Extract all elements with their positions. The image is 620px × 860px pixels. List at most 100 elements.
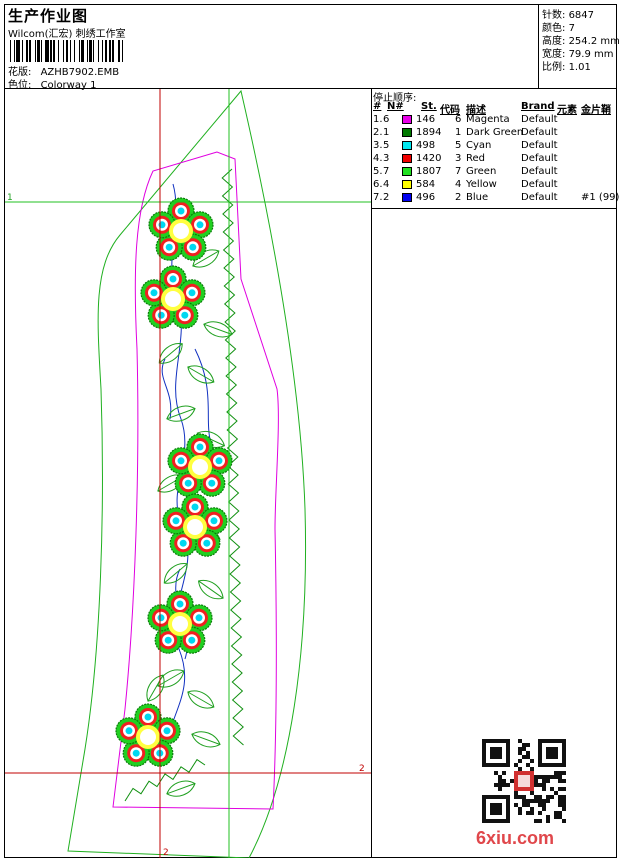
flower-center [173, 223, 189, 239]
flower-center [165, 291, 181, 307]
qr-module [534, 795, 538, 799]
stat-label: 高度: [542, 36, 566, 47]
color-swatch [402, 167, 412, 176]
qr-module [538, 819, 542, 823]
qr-module [558, 771, 562, 775]
stat-scale: 比例: 1.01 [542, 58, 591, 73]
qr-module [542, 787, 546, 791]
stop-brand: Default [521, 114, 558, 125]
qr-module [558, 803, 562, 807]
barcode-bar [28, 40, 30, 62]
flower-center [172, 616, 188, 632]
barcode-bar [104, 40, 108, 62]
qr-module [546, 779, 550, 783]
flower [147, 590, 213, 654]
qr-module [522, 755, 526, 759]
qr-module [538, 811, 542, 815]
barcode-bar [16, 40, 21, 62]
barcode [10, 40, 156, 62]
qr-module [526, 763, 530, 767]
panel-divider [371, 88, 372, 858]
watermark-text: 6xiu.com [476, 828, 555, 848]
stop-n: 6 [383, 114, 390, 125]
petal [181, 311, 189, 319]
petal [195, 614, 203, 622]
leaf [191, 731, 221, 748]
qr-module [558, 815, 562, 819]
petal [203, 539, 211, 547]
qr-module [530, 811, 534, 815]
qr-module [546, 795, 550, 799]
flowers [115, 197, 233, 767]
qr-module [562, 799, 566, 803]
qr-module [514, 803, 518, 807]
barcode-bar [78, 40, 81, 62]
qr-module [550, 775, 554, 779]
design-canvas: 1 2 2 [5, 89, 371, 858]
guide-h2-label: 2 [359, 764, 365, 774]
barcode-bar [29, 40, 31, 62]
petal [188, 636, 196, 644]
barcode-bar [81, 40, 84, 62]
barcode-bar [80, 40, 82, 62]
stat-label: 比例: [542, 62, 566, 73]
qr-module [554, 811, 558, 815]
stop-idx: 2. [373, 127, 383, 138]
stop-desc: Magenta [466, 114, 510, 125]
barcode-bar [13, 40, 16, 62]
header: 生产作业图 Wilcom(汇宏) 刺绣工作室 花版: AZHB7902.EMB … [5, 5, 540, 91]
stat-width: 宽度: 79.9 mm [542, 45, 614, 60]
col-header: N# [387, 101, 404, 112]
qr-module [514, 763, 518, 767]
stop-code: 2 [455, 192, 462, 203]
stat-value: 1.01 [568, 62, 591, 73]
colorway-name: Colorway 1 [40, 80, 97, 91]
leaf [203, 321, 233, 338]
qr-module [534, 783, 538, 787]
leaf [187, 365, 215, 384]
color-swatch [402, 141, 412, 150]
stop-extra: #1 (99) [581, 192, 620, 203]
qr-code [482, 739, 566, 823]
stop-code: 6 [455, 114, 462, 125]
qr-module [538, 799, 542, 803]
barcode-bar [11, 40, 14, 62]
qr-module [558, 775, 562, 779]
stop-brand: Default [521, 127, 558, 138]
flower [162, 493, 228, 557]
leaf [166, 405, 196, 422]
barcode-bar [52, 40, 56, 62]
barcode-bar [108, 40, 112, 62]
qr-module [562, 771, 566, 775]
barcode-bar [55, 40, 58, 62]
barcode-bar [94, 40, 99, 62]
qr-module [530, 799, 534, 803]
petal [196, 221, 204, 229]
stat-stitches: 针数: 6847 [542, 6, 594, 21]
stat-label: 颜色: [542, 23, 566, 34]
petal [132, 749, 140, 757]
qr-module [550, 787, 554, 791]
studio-name: Wilcom(汇宏) 刺绣工作室 [8, 29, 126, 40]
qr-module [562, 807, 566, 811]
qr-module [542, 775, 546, 779]
color-swatch [402, 154, 412, 163]
qr-module [538, 783, 542, 787]
qr-module [502, 771, 506, 775]
barcode-bar [45, 40, 49, 62]
qr-module [530, 759, 534, 763]
flower [148, 197, 214, 261]
qr-module [534, 799, 538, 803]
qr-module [550, 795, 554, 799]
petal [179, 539, 187, 547]
col-header: St. [421, 101, 437, 112]
stop-idx: 3. [373, 140, 383, 151]
stop-code: 3 [455, 153, 462, 164]
petal [157, 311, 165, 319]
barcode-bar [89, 40, 92, 62]
qr-module [526, 743, 530, 747]
stop-brand: Default [521, 140, 558, 151]
barcode-bar [22, 40, 26, 62]
